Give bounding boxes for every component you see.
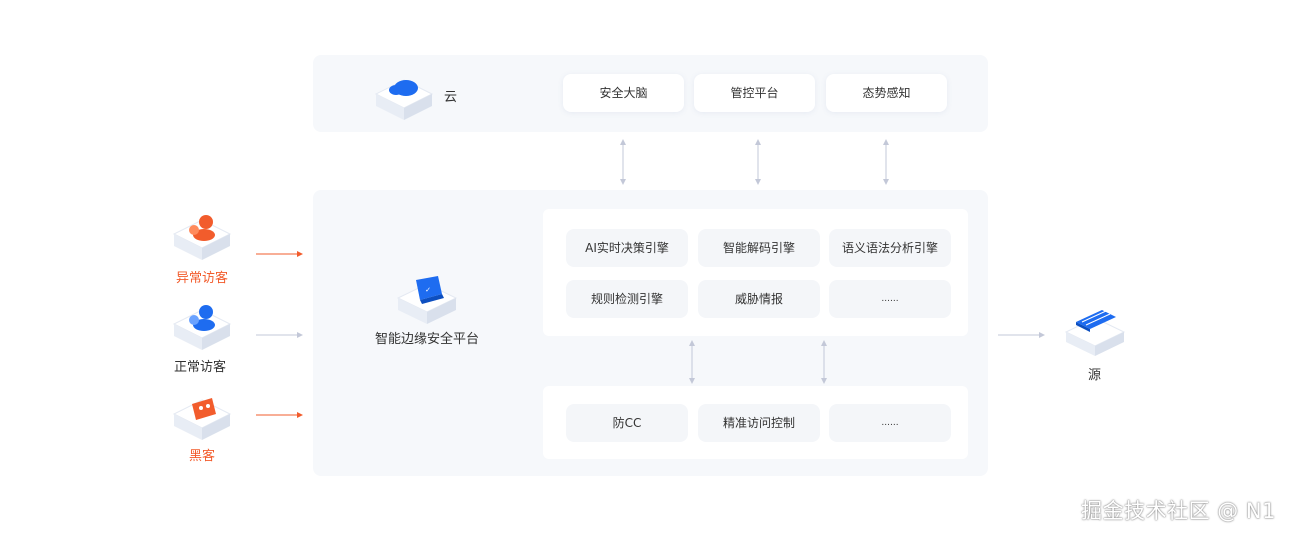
hacker-label: 黑客 (189, 449, 216, 464)
normal-visitor-label: 正常访客 (174, 360, 227, 375)
engine-ai-decision: AI实时决策引擎 (566, 229, 688, 267)
defense-access-control: 精准访问控制 (698, 404, 820, 442)
cloud-service-situational-awareness: 态势感知 (826, 74, 947, 112)
engine-more: ...... (829, 280, 951, 318)
svg-text:✓: ✓ (425, 286, 431, 294)
engine-rule-detection: 规则检测引擎 (566, 280, 688, 318)
origin-label: 源 (1088, 368, 1102, 383)
platform-icon: ✓ (396, 276, 458, 324)
abnormal-visitor-icon (172, 215, 232, 260)
cloud-label: 云 (444, 90, 458, 105)
normal-visitor-icon (172, 305, 232, 350)
platform-label: 智能边缘安全平台 (374, 332, 479, 347)
cloud-service-security-brain: 安全大脑 (563, 74, 684, 112)
cloud-icon (374, 79, 434, 120)
origin-server-icon (1064, 310, 1126, 356)
engine-semantic-analysis: 语义语法分析引擎 (829, 229, 951, 267)
defense-more: ...... (829, 404, 951, 442)
watermark: 掘金技术社区 @ N1 (1081, 499, 1276, 523)
hacker-icon (172, 398, 232, 440)
cloud-service-control-platform: 管控平台 (694, 74, 815, 112)
engine-threat-intel: 威胁情报 (698, 280, 820, 318)
engine-smart-decode: 智能解码引擎 (698, 229, 820, 267)
abnormal-visitor-label: 异常访客 (176, 271, 229, 286)
defense-anti-cc: 防CC (566, 404, 688, 442)
